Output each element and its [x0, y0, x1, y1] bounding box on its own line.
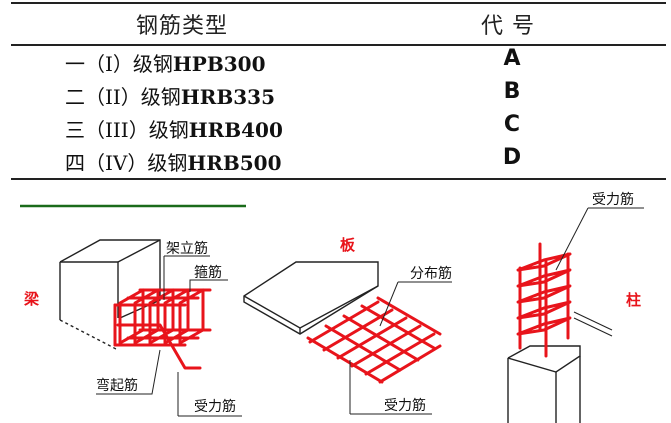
stirrup-label: 箍筋	[194, 264, 222, 281]
rebar-grade: HPB300	[172, 52, 266, 76]
rebar-type-cell: 四（IV）级钢HRB500	[65, 147, 282, 176]
rebar-type-prefix: 二（II）级钢	[65, 85, 181, 109]
beam-diagram	[59, 239, 161, 351]
column-diagram	[507, 345, 581, 423]
table-row: 三（III）级钢HRB400 C	[11, 112, 666, 145]
beam-leaders	[96, 255, 242, 417]
rebar-code: B	[503, 79, 521, 104]
column-rebar-cage	[516, 242, 572, 358]
column-title: 柱	[626, 291, 641, 309]
rebar-type-cell: 二（II）级钢HRB335	[65, 81, 275, 110]
rebar-type-prefix: 三（III）级钢	[65, 118, 189, 142]
rebar-grade: HRB400	[188, 118, 283, 142]
rebar-type-prefix: 一（I）级钢	[65, 52, 173, 76]
beam-rebar-cage	[113, 288, 212, 370]
rebar-type-table: 钢筋类型 代 号 一（I）级钢HPB300 A 二（II）级钢HRB335 B …	[11, 0, 666, 182]
bent-bar-label: 弯起筋	[96, 377, 138, 394]
rebar-type-cell: 三（III）级钢HRB400	[65, 114, 283, 143]
header-code: 代 号	[481, 14, 535, 39]
rebar-code: A	[503, 46, 521, 71]
table-row: 一（I）级钢HPB300 A	[11, 46, 666, 79]
header-rebar-type: 钢筋类型	[136, 14, 229, 39]
table-row: 四（IV）级钢HRB500 D	[11, 145, 666, 178]
beam-main-bar-label: 受力筋	[194, 398, 236, 415]
erection-bar-label: 架立筋	[166, 240, 208, 257]
rebar-type-prefix: 四（IV）级钢	[65, 151, 188, 175]
rebar-code: C	[503, 112, 521, 137]
slab-leaders	[349, 281, 452, 415]
rebar-type-cell: 一（I）级钢HPB300	[65, 48, 266, 77]
rebar-grade: HRB500	[187, 151, 282, 175]
column-main-bar-label: 受力筋	[592, 191, 634, 208]
rebar-code: D	[502, 145, 522, 170]
slab-title: 板	[340, 236, 356, 254]
table-row: 二（II）级钢HRB335 B	[11, 79, 666, 112]
table-bottom-rule	[11, 178, 666, 180]
distribution-bar-label: 分布筋	[410, 265, 452, 282]
rebar-illustration: 梁 架立筋 箍筋 弯起筋 受力筋 板	[20, 191, 644, 423]
slab-main-bar-label: 受力筋	[384, 397, 426, 414]
table-header-rule	[11, 44, 666, 46]
slab-diagram	[243, 261, 379, 335]
column-leaders	[555, 207, 644, 337]
beam-title: 梁	[23, 290, 40, 308]
rebar-grade: HRB335	[180, 85, 275, 109]
slab-rebar-mesh	[306, 296, 442, 384]
table-top-rule	[11, 2, 666, 4]
